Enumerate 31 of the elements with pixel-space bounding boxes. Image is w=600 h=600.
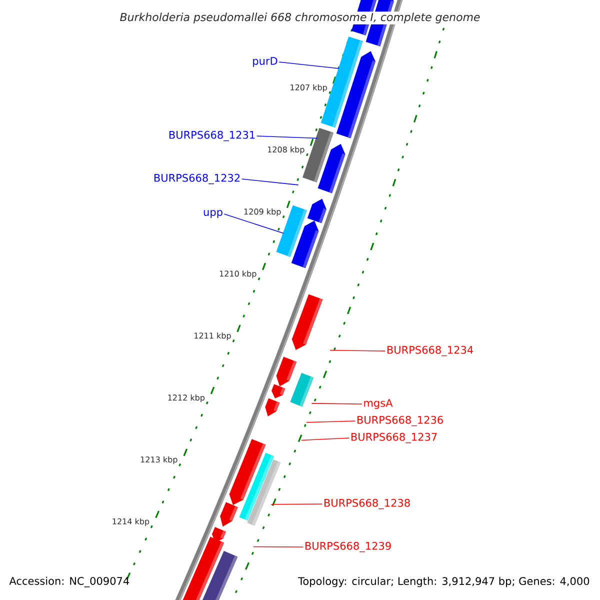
scale-label: 1213 kbp [140,456,178,464]
gene-label: BURPS668_1232 [154,174,240,184]
scale-label: 1210 kbp [220,270,256,278]
leader-line [306,420,356,423]
leader-line [270,504,323,505]
leader-line [256,136,318,139]
gene-label: BURPS668_1237 [351,432,437,444]
scale-label: 1207 kbp [290,84,327,92]
footer-text: Accession: NC_009074 [9,576,130,588]
gene-label: upp [204,210,222,218]
gene-label: BURPS668_1236 [357,416,443,426]
scale-label: 1211 kbp [194,332,231,340]
leader-line [311,403,362,404]
gene-label: BURPS668_1231 [169,130,255,142]
gene-label: BURPS668_1239 [305,542,391,552]
scale-label: 1208 kbp [268,146,304,154]
leader-line [252,546,304,548]
gene-label: BURPS668_1234 [387,346,473,356]
scale-label: 1209 kbp [244,208,281,216]
scale-label: 1214 kbp [112,518,150,526]
gene-label: mgsA [364,399,393,409]
gene-label: BURPS668_1238 [324,498,410,510]
gene-label: purD [253,57,278,67]
leader-line [241,178,299,186]
leader-line [278,62,340,69]
title: Burkholderia pseudomallei 668 chromosome I, complete genome [118,12,482,24]
leader-line [301,438,350,441]
leader-line [330,350,386,352]
scale-label: 1212 kbp [168,394,205,402]
footer-text: Topology: circular; Length: 3,912,947 bp; Genes: 4,000 [298,576,590,588]
leader-line [224,214,284,234]
